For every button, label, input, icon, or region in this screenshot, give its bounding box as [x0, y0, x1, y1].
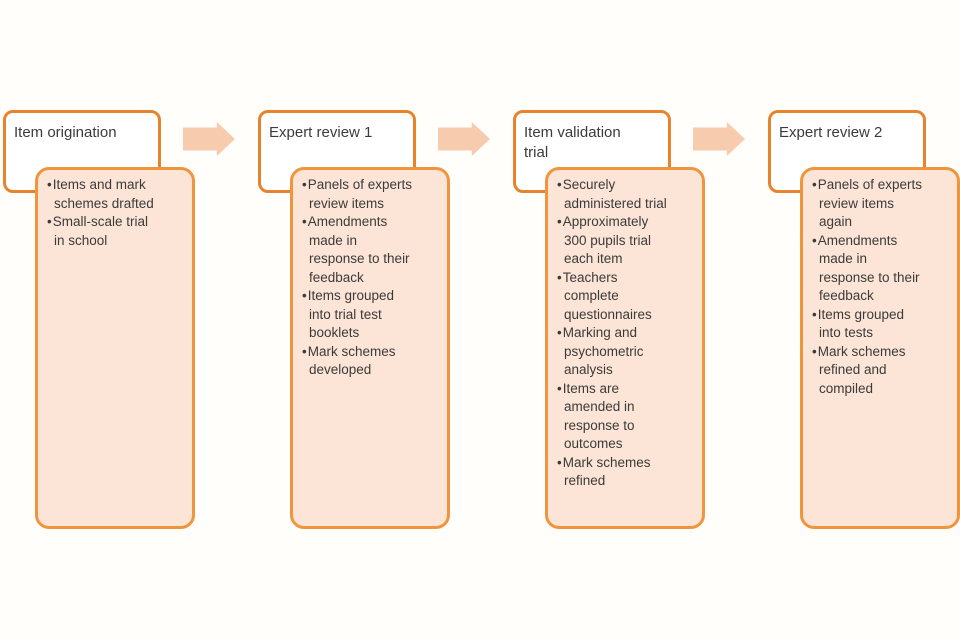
bullet-item: Marking and psychometric analysis — [557, 324, 671, 380]
stage-title: Expert review 2 — [779, 124, 883, 141]
stage-title: Expert review 1 — [269, 124, 373, 141]
stage-content-box: Panels of experts review items Amendment… — [290, 167, 450, 529]
bullet-item: Approximately 300 pupils trial each item — [557, 213, 671, 269]
bullet-item: Items grouped into trial test booklets — [302, 287, 416, 343]
bullet-list: Panels of experts review items again Ame… — [803, 170, 957, 398]
bullet-item: Teachers complete questionnaires — [557, 269, 671, 325]
stage-content-box: Panels of experts review items again Ame… — [800, 167, 960, 529]
stage-item-validation-trial: Item validation trial Securely administe… — [513, 110, 705, 530]
stage-expert-review-2: Expert review 2 Panels of experts review… — [768, 110, 960, 530]
stage-title: Item origination — [14, 124, 117, 141]
stage-title: Item validation trial — [524, 124, 621, 161]
stage-content-box: Securely administered trial Approximatel… — [545, 167, 705, 529]
bullet-list: Securely administered trial Approximatel… — [548, 170, 702, 491]
bullet-item: Amendments made in response to their fee… — [302, 213, 416, 287]
bullet-item: Securely administered trial — [557, 176, 671, 213]
bullet-item: Amendments made in response to their fee… — [812, 232, 926, 306]
bullet-list: Panels of experts review items Amendment… — [293, 170, 447, 380]
bullet-item: Mark schemes refined and compiled — [812, 343, 926, 399]
stage-content-box: Items and mark schemes drafted Small-sca… — [35, 167, 195, 529]
bullet-item: Items grouped into tests — [812, 306, 926, 343]
bullet-item: Items and mark schemes drafted — [47, 176, 161, 213]
bullet-item: Panels of experts review items again — [812, 176, 926, 232]
bullet-item: Items are amended in response to outcome… — [557, 380, 671, 454]
bullet-item: Mark schemes refined — [557, 454, 671, 491]
bullet-item: Panels of experts review items — [302, 176, 416, 213]
stage-expert-review-1: Expert review 1 Panels of experts review… — [258, 110, 450, 530]
bullet-item: Mark schemes developed — [302, 343, 416, 380]
bullet-list: Items and mark schemes drafted Small-sca… — [38, 170, 192, 250]
bullet-item: Small-scale trial in school — [47, 213, 161, 250]
stage-item-origination: Item origination Items and mark schemes … — [3, 110, 195, 530]
